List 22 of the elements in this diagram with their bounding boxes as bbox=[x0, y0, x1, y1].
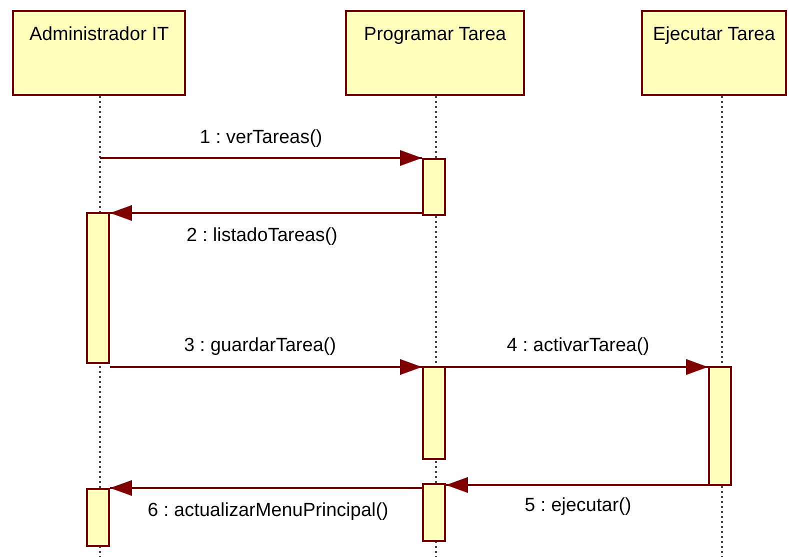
activation-bar bbox=[86, 488, 110, 547]
message-arrow bbox=[446, 477, 708, 493]
lifeline-box bbox=[12, 10, 186, 96]
message-arrow bbox=[110, 359, 422, 375]
participant-name: Administrador IT bbox=[29, 24, 169, 45]
participant-name: Programar Tarea bbox=[364, 24, 506, 45]
message-arrow bbox=[110, 205, 422, 221]
activation-bar bbox=[86, 212, 110, 364]
lifeline-box bbox=[641, 10, 787, 96]
message-label: 6 : actualizarMenuPrincipal() bbox=[146, 500, 390, 522]
message-label: 2 : listadoTareas() bbox=[184, 225, 340, 247]
activation-bar bbox=[422, 158, 446, 216]
activation-bar bbox=[422, 366, 446, 460]
participant-name: Ejecutar Tarea bbox=[652, 24, 776, 45]
message-arrow bbox=[446, 359, 708, 375]
activation-bar bbox=[422, 483, 446, 542]
message-label: 5 : ejecutar() bbox=[522, 495, 634, 517]
lifeline-box bbox=[345, 10, 525, 96]
message-arrow bbox=[100, 150, 422, 166]
activation-bar bbox=[708, 366, 732, 486]
message-label: 4 : activarTarea() bbox=[504, 335, 652, 357]
message-arrow bbox=[110, 480, 422, 496]
